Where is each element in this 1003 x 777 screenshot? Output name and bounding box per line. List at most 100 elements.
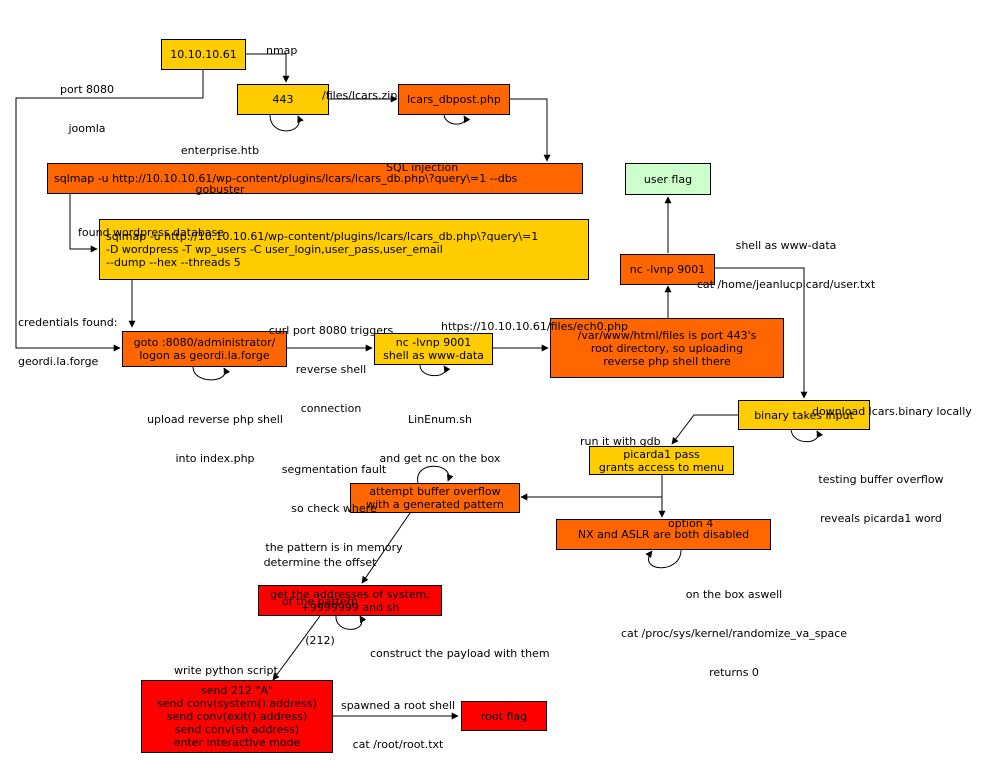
label-on-box-line-3: returns 0 <box>709 666 759 679</box>
label-on-box: on the box aswell cat /proc/sys/kernel/r… <box>608 562 860 705</box>
node-attempt-bo-line-2: with a generated pattern <box>366 498 504 511</box>
label-port8080: port 8080 joomla <box>54 57 120 161</box>
node-send-payload-line-2: send conv(system() address) <box>157 697 317 710</box>
node-var-www: /var/www/html/files is port 443's root d… <box>550 318 784 378</box>
label-credentials-line-2: geordi.la.forge <box>18 355 99 368</box>
label-enterprise: enterprise.htb gobuster <box>170 118 270 222</box>
node-nc-listener-2-line-1: nc -lvnp 9001 <box>395 336 472 349</box>
label-files-zip: /files/lcars.zip <box>322 63 397 128</box>
label-linenum-line-2: and get nc on the box <box>379 452 501 465</box>
label-credentials-line-1: credentials found: <box>18 316 118 329</box>
label-port8080-line-1: port 8080 <box>59 83 115 96</box>
loop-attempt-bo <box>417 465 454 484</box>
label-download-lcars-line: download lcars.binary locally <box>812 405 972 418</box>
label-offset-line-3: (212) <box>305 634 335 647</box>
node-picarda1-line-2: grants access to menu <box>598 460 725 474</box>
label-found-wp: found wordpress database <box>78 200 224 265</box>
node-picarda1: picarda1 pass grants access to menu <box>589 446 734 475</box>
label-linenum-line-1: LinEnum.sh <box>408 413 472 426</box>
node-user-flag: user flag <box>625 163 711 195</box>
label-write-python-line: write python script <box>174 664 278 677</box>
label-shell-www-user-line-1: shell as www-data <box>735 239 837 252</box>
node-sqlmap-dump: sqlmap -u http://10.10.10.61/wp-content/… <box>99 219 589 280</box>
node-root-flag-line: root flag <box>480 709 528 723</box>
loop-get-addresses <box>335 614 367 630</box>
node-sqlmap-dbs: sqlmap -u http://10.10.10.61/wp-content/… <box>47 163 583 194</box>
label-spawned-root-line-2: cat /root/root.txt <box>352 738 444 751</box>
label-testing-bo-line-2: reveals picarda1 word <box>820 512 942 525</box>
edge-attempt-bo-to-get-addresses <box>361 512 411 584</box>
label-credentials: credentials found: geordi.la.forge <box>18 290 117 394</box>
node-goto-admin-line-1: goto :8080/administrator/ <box>133 336 276 349</box>
loop-goto-admin <box>192 366 231 381</box>
edge-ip-to-443 <box>246 53 290 83</box>
node-sqlmap-dump-line-1: sqlmap -u http://10.10.10.61/wp-content/… <box>106 230 539 243</box>
label-nmap: nmap <box>266 18 297 83</box>
node-send-payload: send 212 "A" send conv(system() address)… <box>141 680 333 753</box>
label-offset-line-2: of the pattern <box>281 595 359 608</box>
edge-picarda1-to-attempt-bo <box>520 475 663 501</box>
label-linenum: LinEnum.sh and get nc on the box <box>370 387 510 491</box>
edge-nc1-to-binary <box>715 267 808 399</box>
label-curl-line-1: curl port 8080 triggers <box>268 324 394 337</box>
label-curl-line-3: connection <box>300 402 362 415</box>
node-get-addresses-line-2: +9999999 and sh <box>300 600 400 614</box>
label-run-gdb-line: run it with gdb <box>580 435 661 448</box>
node-nx-aslr-line: NX and ASLR are both disabled <box>577 528 750 541</box>
label-spawned-root-line-1: spawned a root shell <box>340 699 456 712</box>
node-binary-input-line: binary takes input <box>754 408 854 422</box>
label-port8080-line-2: joomla <box>68 122 106 135</box>
label-upload-shell: upload reverse php shell into index.php <box>140 387 290 491</box>
loop-nc2 <box>419 364 451 377</box>
node-ip: 10.10.10.61 <box>161 39 246 70</box>
node-var-www-line-2: root directory, so uploading <box>590 341 744 355</box>
node-ip-line: 10.10.10.61 <box>170 48 237 61</box>
label-ech0: https://10.10.10.61/files/ech0.php <box>441 294 628 359</box>
node-get-addresses-line-1: get the addresses of system, <box>270 587 430 601</box>
label-testing-bo: testing buffer overflow reveals picarda1… <box>806 447 956 551</box>
node-nx-aslr: NX and ASLR are both disabled <box>556 519 771 550</box>
node-get-addresses: get the addresses of system, +9999999 an… <box>258 585 442 616</box>
label-offset-line-1: determine the offset <box>263 556 377 569</box>
label-found-wp-line: found wordpress database <box>78 226 225 239</box>
node-goto-admin-line-2: logon as geordi.la.forge <box>139 349 270 362</box>
node-nc-listener-2-line-2: shell as www-data <box>383 349 484 362</box>
label-segfault-line-2: so check where <box>291 502 377 515</box>
node-attempt-bo-line-1: attempt buffer overflow <box>369 485 501 498</box>
edge-lcars-to-sqlmap1 <box>510 98 551 162</box>
label-nmap-line: nmap <box>266 44 298 57</box>
edge-get-addresses-to-send <box>272 615 321 681</box>
loop-lcars <box>443 114 471 125</box>
label-on-box-line-1: on the box aswell <box>685 588 783 601</box>
node-send-payload-line-1: send 212 "A" <box>200 684 274 697</box>
label-shell-www-user-line-2: cat /home/jeanlucpicard/user.txt <box>696 278 876 291</box>
loop-binary <box>790 428 824 443</box>
node-send-payload-line-3: send conv(exit() address) <box>166 710 308 723</box>
loop-nx-aslr <box>645 549 682 569</box>
label-sql-injection-line: SQL injection <box>386 161 459 174</box>
label-enterprise-line-2: gobuster <box>195 183 245 196</box>
label-shell-www-user: shell as www-data cat /home/jeanlucpicar… <box>690 213 882 317</box>
label-download-lcars: download lcars.binary locally <box>812 379 972 444</box>
node-var-www-line-3: reverse php shell there <box>603 354 731 368</box>
node-sqlmap-dump-line-2: -D wordpress -T wp_users -C user_login,u… <box>106 243 443 256</box>
label-option4: option 4 <box>668 491 713 556</box>
label-on-box-line-2: cat /proc/sys/kernel/randomize_va_space <box>620 627 848 640</box>
node-nc-listener-2: nc -lvnp 9001 shell as www-data <box>374 333 493 365</box>
label-segfault-line-1: segmentation fault <box>281 463 387 476</box>
node-sqlmap-dump-line-3: --dump --hex --threads 5 <box>106 256 241 269</box>
node-nc-listener-1-line: nc -lvnp 9001 <box>629 263 706 276</box>
node-picarda1-line-1: picarda1 pass <box>623 447 700 461</box>
label-enterprise-line-1: enterprise.htb <box>180 144 260 157</box>
node-send-payload-line-4: send conv(sh address) <box>174 723 300 736</box>
label-sql-injection: SQL injection <box>386 135 458 200</box>
label-segfault: segmentation fault so check where the pa… <box>256 437 412 580</box>
label-upload-shell-line-2: into index.php <box>175 452 255 465</box>
node-attempt-bo: attempt buffer overflow with a generated… <box>350 483 520 513</box>
node-binary-input: binary takes input <box>738 400 870 430</box>
edge-binary-to-picarda1 <box>671 414 738 445</box>
node-lcars-dbpost: lcars_dbpost.php <box>398 84 510 115</box>
node-443-line: 443 <box>272 93 294 106</box>
node-lcars-dbpost-line: lcars_dbpost.php <box>407 93 501 106</box>
